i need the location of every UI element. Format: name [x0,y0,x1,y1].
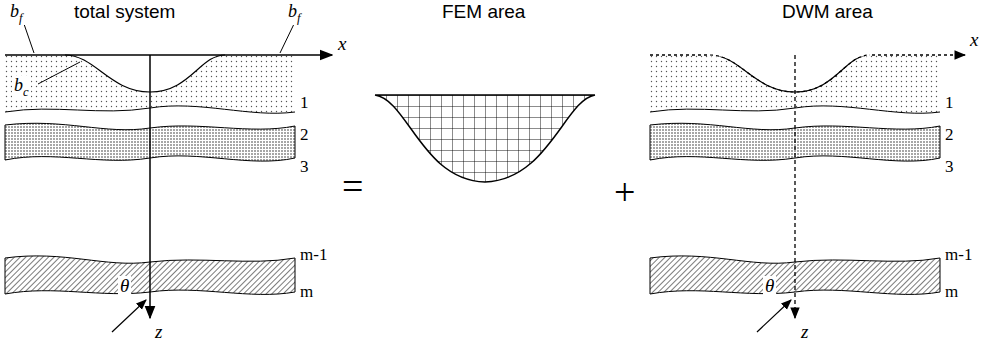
boundary-label: bf [286,2,303,25]
layer-number: 3 [943,158,956,177]
layer-number: 3 [298,158,311,177]
x-axis [650,54,965,55]
operator: + [612,172,637,214]
valley-boundary [710,55,870,92]
boundary-label: bf [8,2,25,25]
panel-title: total system [72,2,177,23]
angle-label: θ [763,276,776,297]
layer-number: 1 [298,94,311,113]
layer-number: 2 [298,126,311,145]
x-axis [5,54,332,56]
axis-label: x [968,30,980,51]
axis-label: z [799,322,810,343]
layer-number: m-1 [298,246,329,265]
leader-line [38,62,80,84]
z-axis [794,55,795,318]
leader-line [24,24,34,53]
incident-wave [757,300,791,332]
panel-title: DWM area [780,2,875,23]
boundary-label: bc [12,76,31,99]
layer-number: m-1 [943,246,974,265]
layer-number: m [943,283,960,302]
operator: = [340,166,365,208]
incident-wave [112,300,146,332]
layer-number: 2 [943,126,956,145]
leader-line [280,24,294,53]
axis-label: z [153,322,164,343]
panel-title: FEM area [440,2,527,23]
layer-number: m [298,283,315,302]
axis-label: x [336,34,348,55]
valley-gap [710,54,870,57]
angle-label: θ [118,276,131,297]
layer-number: 1 [943,94,956,113]
fem-mesh [375,95,595,182]
z-axis [149,55,151,318]
